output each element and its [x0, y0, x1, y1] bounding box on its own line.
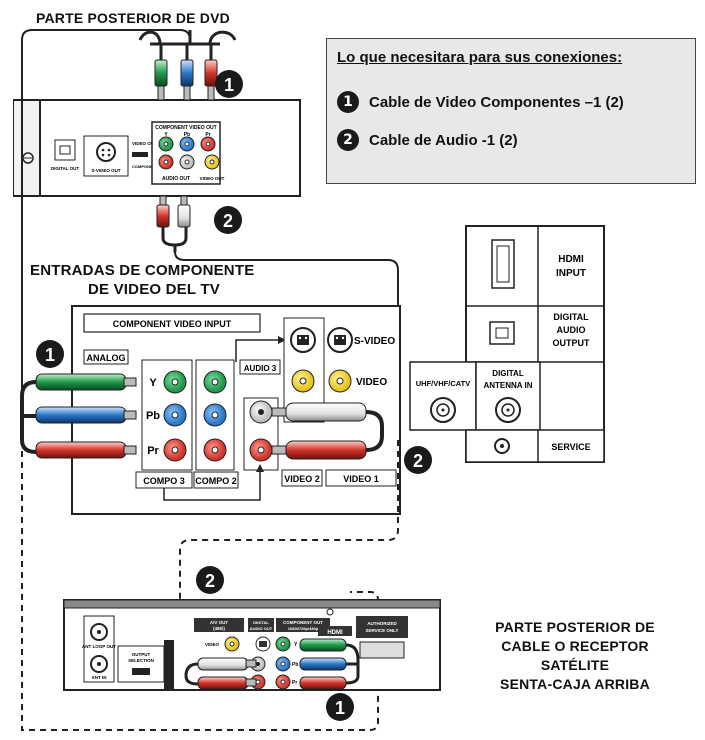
stb-hdmi-label: HDMI	[327, 630, 343, 636]
requirement-text: Cable de Video Componentes –1 (2)	[369, 93, 624, 111]
requirement-item: 1 Cable de Video Componentes –1 (2)	[337, 91, 624, 113]
requirement-text: Cable de Audio -1 (2)	[369, 131, 518, 149]
requirements-box: Lo que necesitara para sus conexiones: 1…	[326, 38, 696, 184]
svg-text:(480i): (480i)	[213, 626, 225, 631]
tv-service-label: SERVICE	[551, 442, 590, 452]
stb-caption-line: SENTA-CAJA ARRIBA	[500, 676, 650, 692]
svg-text:1080i/720p/480p: 1080i/720p/480p	[288, 626, 319, 631]
stb-authorized-label: AUTHORIZED	[367, 621, 397, 626]
tv-inputs-heading-line2: DE VIDEO DEL TV	[88, 281, 220, 298]
requirement-item: 2 Cable de Audio -1 (2)	[337, 129, 518, 151]
callout-2-stb: 2	[205, 571, 215, 591]
svg-text:AUDIO OUT: AUDIO OUT	[250, 626, 273, 631]
stb-rear-caption: PARTE POSTERIOR DE CABLE O RECEPTOR SATÉ…	[460, 618, 690, 694]
callout-badges: 1 2 1 2 2 1	[36, 70, 432, 721]
callout-1-badge: 1	[337, 91, 359, 113]
stb-pb-label: Pb	[292, 662, 298, 668]
callout-1-stb: 1	[335, 698, 345, 718]
stb-video-label: VIDEO	[205, 642, 220, 647]
tv-video-label: VIDEO	[356, 377, 387, 388]
tv-uhf-label: UHF/VHF/CATV	[416, 379, 470, 388]
dvd-audio-cable	[156, 195, 191, 252]
dvd-y-label: Y	[164, 132, 168, 138]
tv-compo2-label: COMPO 2	[195, 476, 237, 486]
tv-component-panel: COMPONENT VIDEO INPUT ANALOG Y Pb Pr COM…	[71, 305, 401, 515]
dvd-pb-label: Pb	[184, 132, 190, 138]
svg-text:SERVICE ONLY: SERVICE ONLY	[365, 628, 398, 633]
tv-component-input-label: COMPONENT VIDEO INPUT	[113, 319, 232, 329]
tv-digital-audio-label-2: AUDIO	[557, 325, 586, 335]
tv-component-cable	[20, 373, 137, 459]
tv-analog-label: ANALOG	[87, 353, 126, 363]
stb-component-out-label: COMPONENT OUT	[283, 620, 323, 625]
dvd-back-panel: DIGITAL OUT S-VIDEO OUT VIDEO OUT SELECT…	[13, 99, 301, 197]
tv-inputs-heading-line1: ENTRADAS DE COMPONENTE	[30, 262, 255, 279]
callout-1-tv: 1	[45, 345, 55, 365]
stb-av-out-label: A/V OUT	[210, 620, 229, 625]
stb-pr-label: Pr	[292, 680, 297, 686]
svg-text:SELECTION: SELECTION	[128, 658, 154, 663]
tv-svideo-label: S-VIDEO	[354, 336, 395, 347]
stb-ant-loop-label: ANT LOOP OUT	[82, 644, 116, 649]
dvd-component-out-label: COMPONENT VIDEO OUT	[155, 125, 216, 131]
tv-pb-label: Pb	[146, 410, 160, 422]
tv-pr-label: Pr	[147, 445, 159, 457]
dvd-pr-label: Pr	[205, 132, 210, 138]
dvd-component-cable	[138, 30, 237, 101]
callout-1-dvd: 1	[224, 75, 234, 95]
dvd-video-out-label: VIDEO OUT	[200, 176, 225, 181]
callout-2-dvd: 2	[223, 211, 233, 231]
dvd-audio-out-label: AUDIO OUT	[162, 176, 190, 182]
dvd-digital-out-label: DIGITAL OUT	[51, 166, 80, 171]
tv-compo3-label: COMPO 3	[143, 476, 185, 486]
stb-caption-line: PARTE POSTERIOR DE	[495, 619, 655, 635]
dvd-rear-heading: PARTE POSTERIOR DE DVD	[36, 10, 230, 26]
stb-cables	[184, 638, 360, 690]
stb-ant-in-label: ANT IN	[92, 675, 107, 680]
tv-hdmi-label-1: HDMI	[558, 254, 584, 265]
tv-dig-ant-label-2: ANTENNA IN	[483, 381, 532, 390]
tv-video2-label: VIDEO 2	[284, 474, 320, 484]
stb-caption-line: CABLE O RECEPTOR	[501, 638, 649, 654]
dvd-svideo-label: S-VIDEO OUT	[91, 168, 121, 173]
tv-hdmi-label-2: INPUT	[556, 268, 586, 279]
tv-dig-ant-label-1: DIGITAL	[492, 369, 524, 378]
tv-y-label: Y	[149, 377, 157, 389]
stb-output-selection-label: OUTPUT	[132, 652, 151, 657]
tv-audio-cable	[271, 402, 384, 460]
tv-digital-audio-label-1: DIGITAL	[553, 312, 589, 322]
tv-video1-label: VIDEO 1	[343, 474, 379, 484]
stb-y-label: Y	[294, 642, 298, 648]
requirements-title: Lo que necesitara para sus conexiones:	[337, 49, 623, 66]
callout-2-tv: 2	[413, 451, 423, 471]
callout-2-badge: 2	[337, 129, 359, 151]
tv-side-panel: HDMI INPUT DIGITAL AUDIO OUTPUT UHF/VHF/…	[409, 225, 605, 463]
tv-digital-audio-label-3: OUTPUT	[553, 338, 591, 348]
stb-caption-line: SATÉLITE	[540, 657, 610, 673]
tv-audio3-label: AUDIO 3	[244, 364, 277, 373]
svg-text:DIGITAL: DIGITAL	[253, 620, 269, 625]
dvd-component-switch-label: COMPONENT	[132, 164, 159, 169]
settop-box-panel: ANT LOOP OUT ANT IN OUTPUT SELECTION A/V…	[63, 599, 441, 691]
